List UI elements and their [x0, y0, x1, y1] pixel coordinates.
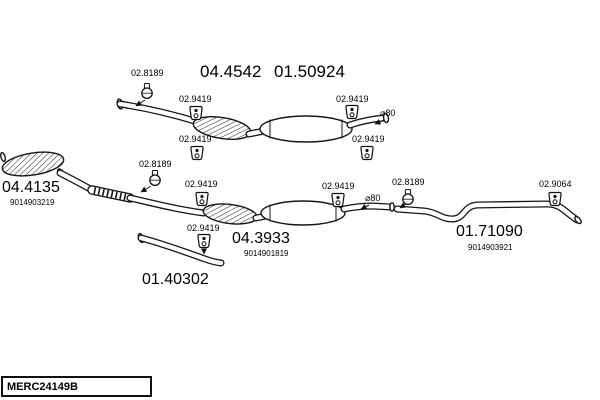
tail-pipe-part-number: 01.71090 [456, 223, 523, 240]
rear-hanger-part-number: 02.9064 [539, 179, 572, 189]
front-catalyst-part-number: 04.4135 [2, 179, 60, 196]
hanger-icon [189, 105, 203, 121]
drawing-code-box: MERC24149B [1, 376, 152, 397]
hanger-part-number: 02.9419 [336, 94, 369, 104]
hanger-icon [190, 145, 204, 161]
tail-pipe-oe-ref: 9014903921 [468, 243, 513, 252]
top-front-pipe [116, 98, 202, 126]
top-muffler [259, 115, 353, 143]
drawing-code: MERC24149B [7, 380, 78, 393]
hanger-part-number: 02.9419 [179, 134, 212, 144]
hanger-icon [331, 192, 345, 208]
front-pipe [137, 232, 225, 267]
top-muffler-part-number: 01.50924 [274, 62, 345, 81]
flex-pipe [87, 185, 135, 203]
hanger-icon [345, 104, 359, 120]
front-downpipe [56, 168, 96, 194]
hanger-icon [360, 145, 374, 161]
tail-pipe [393, 200, 582, 225]
hanger-icon [195, 191, 209, 207]
intermediate-pipe [126, 194, 208, 217]
hanger-part-number: 02.9419 [322, 181, 355, 191]
clamp-part-number: 02.8189 [392, 177, 425, 187]
top-catalyst-part-number: 04.4542 [200, 62, 262, 81]
front-catalyst-oe-ref: 9014903219 [10, 198, 55, 207]
front-pipe-part-number: 01.40302 [142, 271, 209, 288]
rear-hanger-icon [548, 191, 562, 207]
hanger-icon [197, 233, 211, 249]
center-muffler-oe-ref: 9014901819 [244, 249, 289, 258]
hanger-part-number: 02.9419 [352, 134, 385, 144]
center-muffler [260, 200, 346, 226]
pipe-diameter-note: ⌀80 [365, 193, 381, 203]
clamp-icon [149, 169, 161, 187]
clamp-icon [141, 82, 153, 100]
front-catalyst [0, 151, 65, 177]
clamp-part-number: 02.8189 [139, 159, 172, 169]
leader-arrows [135, 99, 407, 255]
hanger-part-number: 02.9419 [179, 94, 212, 104]
hanger-part-number: 02.9419 [187, 223, 220, 233]
center-outlet-pipe [340, 202, 395, 213]
center-muffler-part-number: 04.3933 [232, 230, 290, 247]
hanger-part-number: 02.9419 [185, 179, 218, 189]
clamp-part-number: 02.8189 [131, 68, 164, 78]
top-outlet-pipe [346, 112, 390, 129]
pipe-diameter-note: ⌀80 [380, 108, 396, 118]
clamp-icon [402, 188, 414, 206]
